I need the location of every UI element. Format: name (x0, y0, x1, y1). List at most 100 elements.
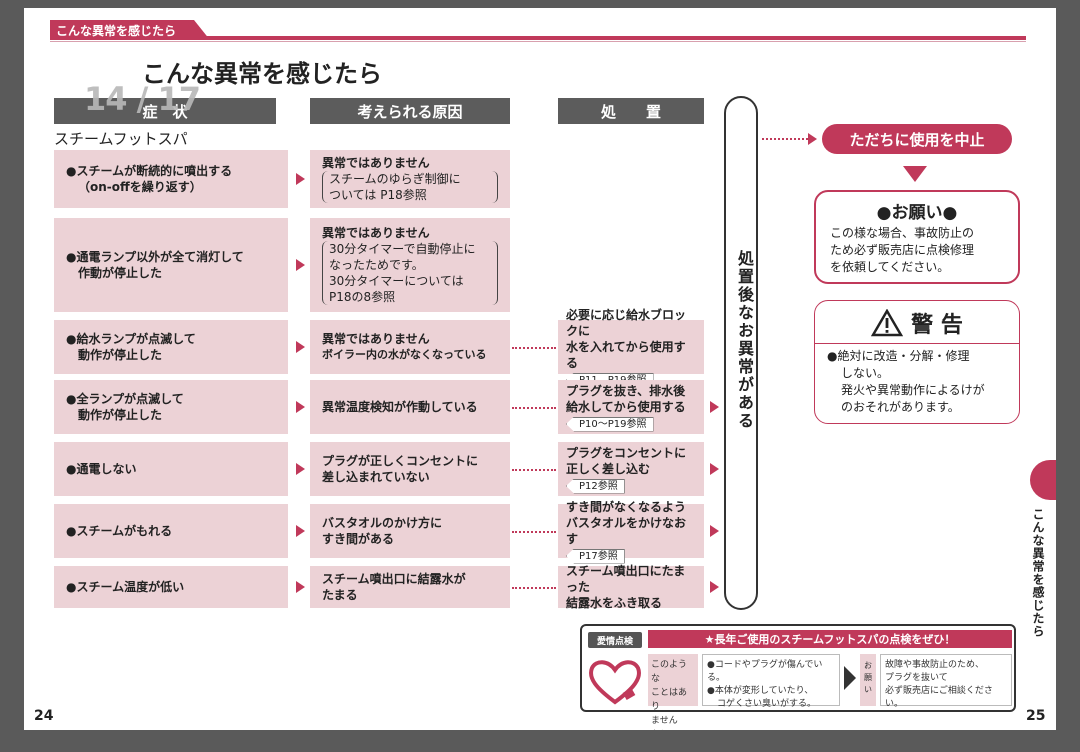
page-number-right: 25 (1026, 708, 1046, 724)
cause-cell: 異常ではありません ボイラー内の水がなくなっている (310, 320, 510, 374)
symptom-line: （on-offを繰り返す） (78, 180, 202, 194)
page-title: こんな異常を感じたら (142, 60, 382, 88)
remedy-line: 給水してから使用する (566, 399, 686, 414)
heart-plug-icon (589, 660, 641, 705)
arrow-right-icon (710, 581, 719, 593)
remedy-line: すき間がなくなるよう (566, 499, 687, 514)
warning-line: ●絶対に改造・分解・修理 (827, 349, 970, 363)
inspection-badge: 愛情点検 (588, 632, 642, 648)
symptom-cell: ●給水ランプが点滅して 動作が停止した (54, 320, 288, 374)
check-line: ●コードやプラグが傷んでいる。 (707, 660, 823, 683)
cause-note-line: P18の8参照 (329, 290, 396, 304)
manual-spread: こんな異常を感じたら こんな異常を感じたら 症 状 14 / 17 考えられる原… (24, 8, 1056, 730)
page-reference: P17参照 (566, 548, 625, 564)
warning-line: 発火や異常動作によるけが (841, 383, 985, 397)
page-reference: P12参照 (566, 478, 625, 494)
question-line: ませんか？ (651, 716, 678, 726)
symptom-cell: ●通電ランプ以外が全て消灯して 作動が停止した (54, 218, 288, 312)
request-label-char: 願 (864, 673, 872, 682)
arrow-right-icon (296, 401, 305, 413)
request-title: ●お願い● (876, 203, 958, 223)
cause-line: すき間がある (322, 532, 395, 546)
header-tab: こんな異常を感じたら (50, 20, 210, 40)
cause-line: ボイラー内の水がなくなっている (322, 348, 487, 361)
cause-line: スチーム噴出口に結露水が (322, 572, 466, 586)
symptom-line: ●通電ランプ以外が全て消灯して (66, 250, 244, 264)
arrow-right-icon (296, 581, 305, 593)
remedy-cell: プラグを抜き、排水後 給水してから使用する P10〜P19参照 (558, 380, 704, 434)
after-remedy-bracket: 処置後なお異常がある (724, 96, 758, 610)
cause-cell: 異常ではありません スチームのゆらぎ制御に ついては P18参照 (310, 150, 510, 208)
request-label-char: い (864, 685, 872, 694)
remedy-line: バスタオルをかけなおす (566, 515, 687, 546)
dotted-connector (512, 469, 556, 471)
check-line: ●本体が変形していたり、 (707, 686, 814, 696)
cause-cell: スチーム噴出口に結露水が たまる (310, 566, 510, 608)
section-label: スチームフットスパ (54, 130, 188, 148)
request-label-char: お (864, 661, 872, 670)
warning-line: のおそれがあります。 (841, 400, 960, 414)
warning-title: 警 告 (911, 313, 963, 338)
remedy-line: スチーム噴出口にたまった (566, 564, 686, 594)
arrow-right-icon (296, 525, 305, 537)
remedy-cell: 必要に応じ給水ブロックに 水を入れてから使用する P11、P19参照 (558, 308, 704, 388)
cause-line: 異常温度検知が作動している (322, 400, 478, 414)
cause-heading: 異常ではありません (322, 332, 430, 346)
dotted-connector (762, 138, 812, 140)
arrow-right-icon (844, 666, 856, 690)
symptom-line: 作動が停止した (78, 266, 163, 280)
advice-line: 故障や事故防止のため、 (885, 660, 985, 670)
arrow-right-icon (710, 463, 719, 475)
cause-cell: 異常温度検知が作動している (310, 380, 510, 434)
remedy-line: 結露水をふき取る (566, 596, 663, 610)
symptom-cell: ●スチーム温度が低い (54, 566, 288, 608)
advice-line: プラグを抜いて (885, 673, 948, 683)
warning-triangle-icon (871, 309, 904, 337)
symptom-line: ●通電しない (66, 462, 137, 476)
dotted-connector (512, 587, 556, 589)
cause-cell: バスタオルのかけ方に すき間がある (310, 504, 510, 558)
request-line: この様な場合、事故防止の (830, 226, 975, 240)
symptom-cell: ●スチームがもれる (54, 504, 288, 558)
arrow-right-icon (296, 259, 305, 271)
remedy-cell: スチーム噴出口にたまった 結露水をふき取る (558, 564, 704, 610)
page-counter: 14 / 17 (84, 80, 201, 118)
check-line: コゲくさい臭いがする。 (717, 699, 817, 709)
column-header-remedy: 処 置 (558, 98, 704, 124)
request-label: お 願 い (860, 654, 876, 706)
cause-note: 30分タイマーで自動停止に なったためです。 30分タイマーについては P18の… (322, 241, 498, 305)
symptom-line: ●全ランプが点滅して (66, 392, 184, 406)
header-rule-thin (50, 41, 1026, 42)
request-body: この様な場合、事故防止の ため必ず販売店に点検修理 を依頼してください。 (816, 223, 1018, 276)
cause-note-line: ついては P18参照 (329, 188, 427, 202)
inspection-headline: ★長年ご使用のスチームフットスパの点検をぜひ！ (648, 630, 1012, 648)
remedy-line: プラグを抜き、排水後 (566, 383, 686, 398)
symptom-cell: ●全ランプが点滅して 動作が停止した (54, 380, 288, 434)
symptom-line: ●給水ランプが点滅して (66, 332, 196, 346)
symptom-line: ●スチーム温度が低い (66, 580, 185, 594)
symptom-line: ●スチームが断続的に噴出する (66, 164, 233, 178)
symptom-cell: ●スチームが断続的に噴出する （on-offを繰り返す） (54, 150, 288, 208)
dotted-connector (512, 347, 556, 349)
warning-header: 警 告 (815, 307, 1019, 339)
column-header-symptom: 症 状 (54, 98, 276, 124)
symptom-line: 動作が停止した (78, 408, 163, 422)
cause-note-line: 30分タイマーについては (329, 274, 464, 288)
remedy-line: 必要に応じ給水ブロックに (566, 307, 687, 338)
arrow-right-icon (296, 173, 305, 185)
remedy-line: 正しく差し込む (566, 461, 651, 476)
column-header-cause: 考えられる原因 (310, 98, 510, 124)
arrow-right-icon (710, 525, 719, 537)
question-line: ことはあり (651, 688, 688, 712)
symptom-line: ●スチームがもれる (66, 524, 173, 538)
arrow-right-icon (296, 341, 305, 353)
remedy-line: プラグをコンセントに (566, 445, 687, 460)
remedy-cell: プラグをコンセントに 正しく差し込む P12参照 (558, 442, 704, 496)
request-line: を依頼してください。 (830, 260, 950, 274)
page-number-left: 24 (34, 708, 54, 724)
remedy-cell: すき間がなくなるよう バスタオルをかけなおす P17参照 (558, 500, 704, 564)
cause-line: プラグが正しくコンセントに (322, 454, 479, 468)
warning-box: 警 告 ●絶対に改造・分解・修理 しない。 発火や異常動作によるけが のおそれが… (814, 300, 1020, 424)
request-line: ため必ず販売店に点検修理 (830, 243, 975, 257)
warning-line: しない。 (841, 366, 890, 380)
